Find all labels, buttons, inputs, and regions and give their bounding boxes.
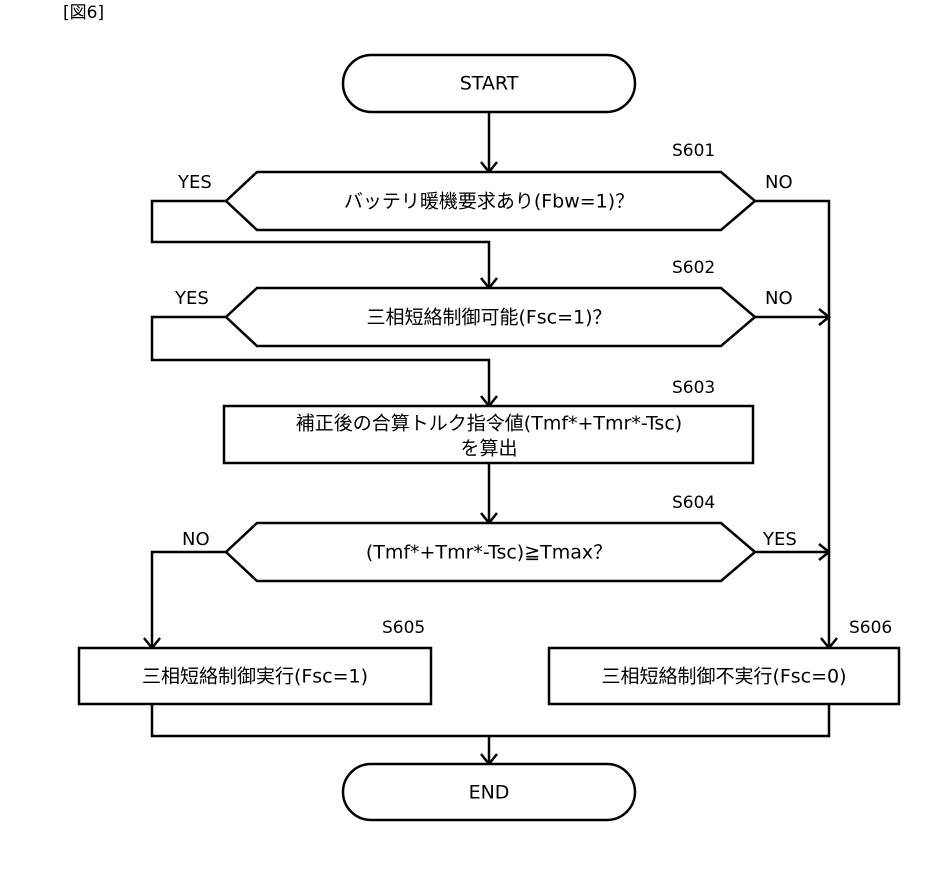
decision-s604-text: (Tmf*+Tmr*-Tsc)≧Tmax？ [366, 542, 612, 564]
connector-s605-merge [152, 704, 829, 736]
connector-s604-no [152, 552, 226, 648]
decision-s602-text: 三相短絡制御可能(Fsc=1)？ [366, 307, 611, 329]
process-s606-text: 三相短絡制御不実行(Fsc=0) [601, 666, 846, 688]
figure-label: [図6] [63, 3, 104, 23]
s601-yes-label: YES [177, 172, 212, 193]
s602-no-label: NO [765, 288, 793, 309]
step-id-s602: S602 [672, 258, 715, 278]
process-s603-line1: 補正後の合算トルク指令値(Tmf*+Tmr*-Tsc) [296, 413, 682, 435]
step-id-s605: S605 [382, 618, 425, 638]
decision-s601-text: バッテリ暖機要求あり(Fbw=1)？ [344, 191, 634, 213]
start-label: START [460, 73, 519, 95]
connector-s601-no [755, 201, 829, 648]
step-id-s603: S603 [672, 378, 715, 398]
s604-yes-label: YES [762, 529, 797, 550]
s604-no-label: NO [182, 529, 210, 550]
s601-no-label: NO [765, 172, 793, 193]
step-id-s606: S606 [849, 618, 892, 638]
step-id-s601: S601 [672, 141, 715, 161]
step-id-s604: S604 [672, 493, 715, 513]
process-s603-line2: を算出 [460, 438, 517, 460]
s602-yes-label: YES [174, 288, 209, 309]
end-label: END [469, 782, 510, 804]
process-s605-text: 三相短絡制御実行(Fsc=1) [142, 666, 368, 688]
